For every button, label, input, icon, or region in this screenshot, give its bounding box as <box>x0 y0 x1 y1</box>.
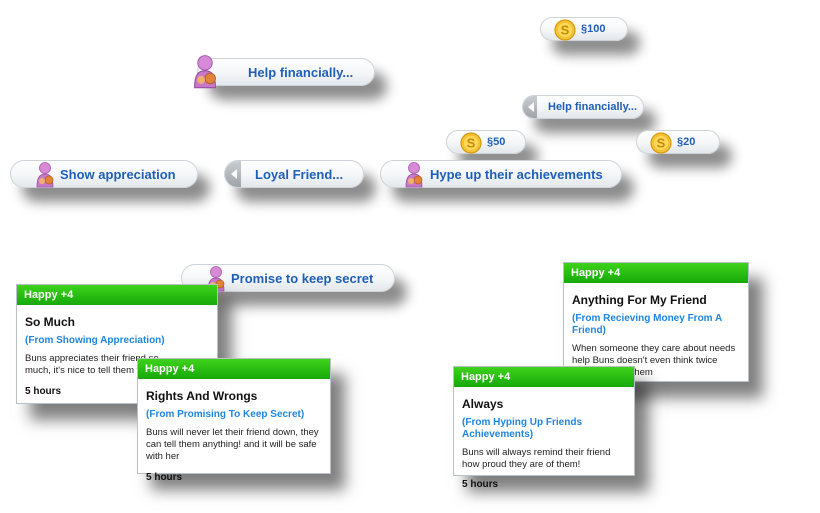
help-financially-button[interactable]: Help financially... <box>193 55 375 89</box>
moodlet-title: Always <box>462 397 504 411</box>
promise-secret-label: Promise to keep secret <box>231 270 374 286</box>
moodlet-title: Anything For My Friend <box>572 293 707 307</box>
loyal-friend-button[interactable]: Loyal Friend... <box>224 160 364 188</box>
moodlet-duration: 5 hours <box>462 479 499 490</box>
moodlet-description: Buns will never let their friend down, t… <box>146 427 319 462</box>
moodlet-card-anything-for-my-friend: Happy +4 Anything For My Friend (From Re… <box>563 262 749 382</box>
show-appreciation-label: Show appreciation <box>60 166 176 182</box>
money-100-label: §100 <box>581 23 606 35</box>
moodlet-duration: 5 hours <box>146 472 183 483</box>
sim-hug-icon <box>36 162 54 188</box>
moodlet-description: Buns appreciates their friend so much, i… <box>25 353 173 376</box>
show-appreciation-button[interactable]: Show appreciation <box>10 160 198 188</box>
money-50-option[interactable]: §50 <box>446 130 526 154</box>
moodlet-title: So Much <box>25 315 75 329</box>
moodlet-source: (From Hyping Up Friends Achievements) <box>462 417 582 440</box>
back-arrow-icon[interactable] <box>523 96 537 118</box>
moodlet-title: Rights And Wrongs <box>146 389 258 403</box>
hype-achievements-label: Hype up their achievements <box>430 166 603 182</box>
moodlet-source: (From Promising To Keep Secret) <box>146 409 305 420</box>
simoleon-coin-icon <box>460 132 482 154</box>
moodlet-card-rights-and-wrongs: Happy +4 Rights And Wrongs (From Promisi… <box>137 358 331 483</box>
help-financially-submenu-label: Help financially... <box>548 101 638 113</box>
moodlet-source: (From Recieving Money From A Friend) <box>572 313 722 336</box>
help-financially-label: Help financially... <box>248 64 354 80</box>
moodlet-header: Happy +4 <box>564 263 748 283</box>
moodlet-source: (From Showing Appreciation) <box>25 335 165 346</box>
moodlet-header: Happy +4 <box>17 285 217 305</box>
moodlet-header: Happy +4 <box>138 359 330 379</box>
money-50-label: §50 <box>487 136 506 148</box>
money-20-label: §20 <box>677 136 696 148</box>
sim-hug-icon <box>193 55 217 89</box>
back-arrow-icon[interactable] <box>225 161 241 187</box>
moodlet-card-always: Happy +4 Always (From Hyping Up Friends … <box>453 366 635 490</box>
hype-achievements-button[interactable]: Hype up their achievements <box>380 160 622 188</box>
money-20-option[interactable]: §20 <box>636 130 720 154</box>
sim-hug-icon <box>405 162 423 188</box>
simoleon-coin-icon <box>650 132 672 154</box>
moodlet-description: Buns will always remind their friend how… <box>462 447 611 470</box>
help-financially-submenu-button[interactable]: Help financially... <box>522 95 644 119</box>
money-100-option[interactable]: §100 <box>540 17 628 41</box>
loyal-friend-label: Loyal Friend... <box>255 166 344 182</box>
moodlet-header: Happy +4 <box>454 367 634 387</box>
moodlet-duration: 5 hours <box>25 386 62 397</box>
simoleon-coin-icon <box>554 19 576 41</box>
